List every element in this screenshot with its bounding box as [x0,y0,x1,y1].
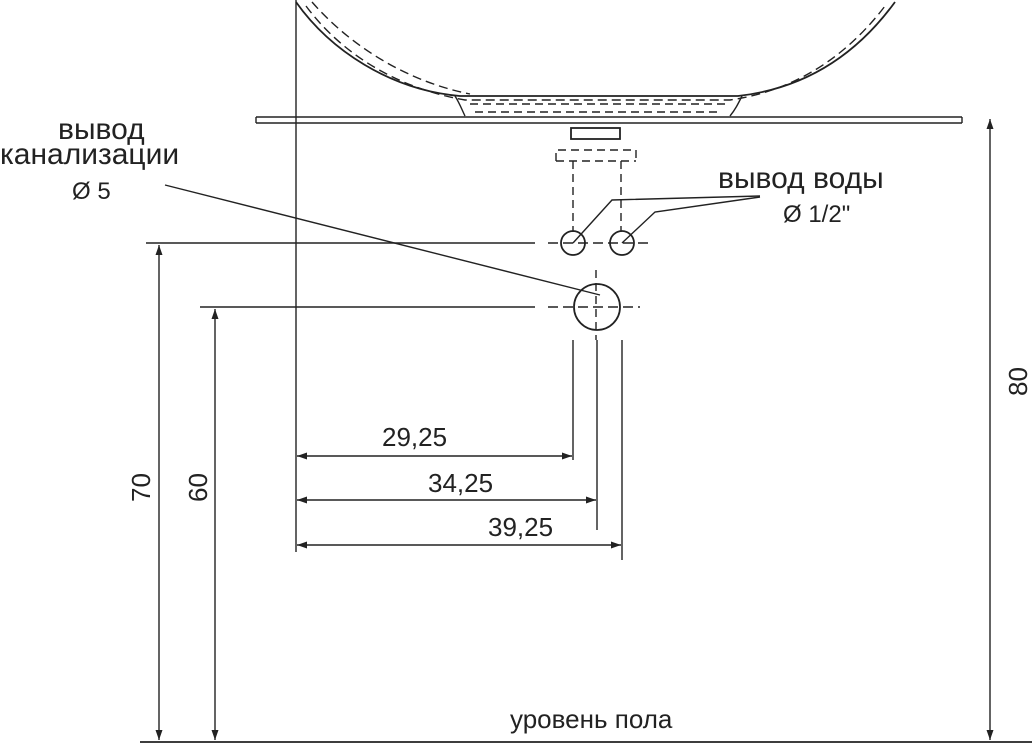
dimension-39-25: 39,25 [488,512,553,542]
basin [295,1,896,117]
countertop [255,116,963,124]
water-label: вывод воды [718,162,884,195]
water-outlet-right [609,230,635,256]
drain-diameter-label: Ø 5 [72,178,111,205]
water-outlet-left [560,230,586,256]
dimension-60: 60 [183,473,213,502]
water-diameter-label: Ø 1/2" [783,201,850,228]
floor-level-label: уровень пола [510,704,673,734]
water-leader-right [621,196,761,244]
water-leader-left [572,195,761,244]
dimension-29-25: 29,25 [382,422,447,452]
dimension-70: 70 [126,473,156,502]
drain-outlet [573,283,621,331]
drain-leader [164,184,601,296]
dimension-34-25: 34,25 [428,468,493,498]
dimension-80: 80 [1003,367,1032,396]
siphon-pipe [555,127,637,560]
drain-label-line2: канализации [0,138,179,171]
center-lines [146,242,650,308]
drain-label-line1: вывод [58,113,145,146]
